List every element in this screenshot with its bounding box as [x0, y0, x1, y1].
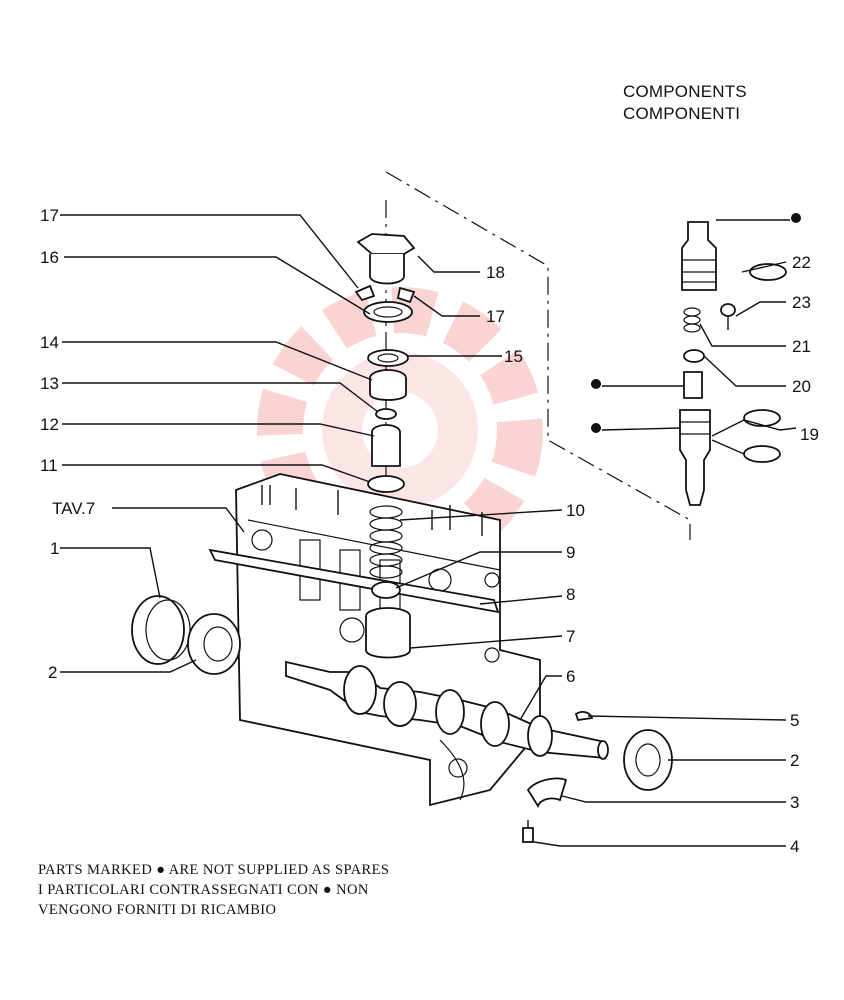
note-line-2: I PARTICOLARI CONTRASSEGNATI CON ● NON — [38, 882, 369, 898]
callout-10: 10 — [566, 501, 585, 520]
delivery-valve — [683, 371, 703, 399]
screw — [522, 820, 534, 843]
control-rack — [208, 548, 500, 614]
leader-lines — [60, 214, 797, 847]
callout-2-right: 2 — [790, 751, 799, 770]
table-ref: TAV.7 — [52, 499, 95, 518]
callout-2-left: 2 — [48, 663, 57, 682]
callout-22: 22 — [792, 253, 811, 272]
callout-11: 11 — [40, 456, 58, 475]
note-line-1: PARTS MARKED ● ARE NOT SUPPLIED AS SPARE… — [38, 862, 390, 878]
note-line-3: VENGONO FORNITI DI RICAMBIO — [38, 902, 277, 918]
callout-9: 9 — [566, 543, 575, 562]
bearing-left — [187, 613, 241, 675]
callout-17b: 17 — [486, 307, 505, 326]
bearing-cup-left — [131, 595, 191, 665]
callout-3: 3 — [790, 793, 799, 812]
callout-1: 1 — [50, 539, 59, 558]
callout-20: 20 — [792, 377, 811, 396]
header-components: COMPONENTS — [623, 82, 747, 101]
callout-7: 7 — [566, 627, 575, 646]
callout-14: 14 — [40, 333, 59, 352]
bushing-14 — [369, 369, 407, 401]
control-sleeve — [371, 424, 401, 467]
callout-13: 13 — [40, 374, 59, 393]
upper-spring-seat — [367, 475, 405, 493]
callout-17a: 17 — [40, 206, 59, 225]
callout-numbers: 17 16 14 13 12 11 TAV.7 1 2 18 17 15 10 … — [40, 206, 819, 856]
plunger-spring — [369, 505, 403, 579]
callout-16: 16 — [40, 248, 59, 267]
bearing-right — [623, 729, 673, 791]
body-studs — [261, 485, 483, 536]
callout-15: 15 — [504, 347, 523, 366]
callout-5: 5 — [790, 711, 799, 730]
spring-plate — [371, 581, 401, 599]
screw-23 — [720, 303, 736, 330]
tappet — [365, 607, 411, 659]
gasket-16 — [363, 301, 413, 323]
valve-spring-21 — [683, 307, 701, 333]
callout-21: 21 — [792, 337, 811, 356]
clip-17 — [354, 284, 416, 304]
callout-18: 18 — [486, 263, 505, 282]
half-shell — [526, 777, 568, 809]
delivery-valve-holder — [681, 221, 717, 291]
callout-4: 4 — [790, 837, 799, 856]
flange-18 — [356, 233, 416, 285]
camshaft — [285, 660, 609, 760]
callout-19: 19 — [800, 425, 819, 444]
callout-12: 12 — [40, 415, 59, 434]
washer-20 — [683, 349, 705, 363]
callout-6: 6 — [566, 667, 575, 686]
header-componenti: COMPONENTI — [623, 104, 741, 123]
ring-13 — [375, 408, 397, 420]
callout-8: 8 — [566, 585, 575, 604]
plunger-barrel — [679, 409, 711, 506]
washer-15 — [367, 349, 409, 367]
callout-23: 23 — [792, 293, 811, 312]
seal-ring-19 — [743, 409, 781, 463]
woodruff-key — [574, 711, 594, 721]
not-supplied-markers — [591, 213, 801, 433]
